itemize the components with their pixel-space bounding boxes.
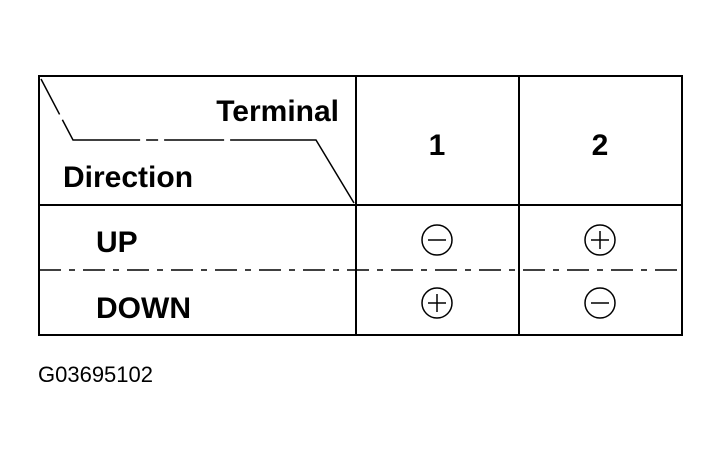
column-header-1: 1 — [429, 129, 446, 162]
polarity-cell-up-1 — [421, 224, 453, 256]
polarity-cell-up-2 — [584, 224, 616, 256]
minus-icon — [421, 224, 453, 256]
minus-icon — [584, 287, 616, 319]
corner-label-terminal: Terminal — [216, 95, 339, 128]
polarity-cell-down-1 — [421, 287, 453, 319]
row-label-down: DOWN — [96, 292, 191, 325]
plus-icon — [584, 224, 616, 256]
row-label-up: UP — [96, 226, 138, 259]
polarity-cell-down-2 — [584, 287, 616, 319]
figure-id: G03695102 — [38, 362, 153, 387]
corner-label-direction: Direction — [63, 161, 193, 194]
corner-diagonal — [40, 78, 355, 204]
plus-icon — [421, 287, 453, 319]
column-header-2: 2 — [592, 129, 609, 162]
